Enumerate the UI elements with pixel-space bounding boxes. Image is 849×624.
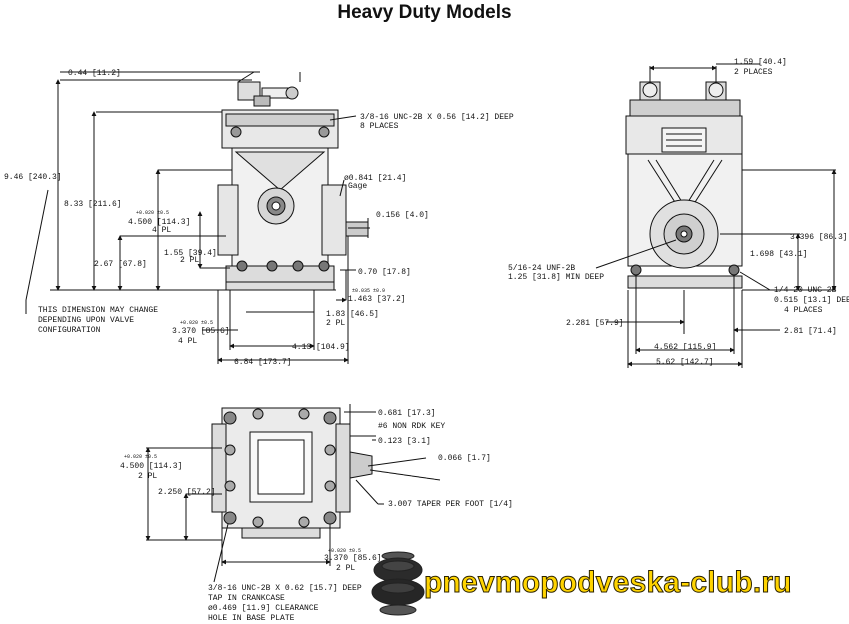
key-callout: #6 NON RDK KEY — [378, 422, 445, 431]
side-view-labels: 1.59 [40.4] 2 PLACES 3.396 [86.3] 1.698 … — [508, 58, 849, 367]
dim-0-70: 0.70 [17.8] — [358, 268, 411, 277]
thread-callout-note: 8 PLACES — [360, 122, 399, 131]
dim-3-370-note: 4 PL — [178, 337, 197, 346]
gage-diameter: ø0.841 [21.4] — [344, 174, 406, 183]
front-valve-fitting — [237, 71, 299, 107]
dim-1-463-tolerance: ±0.035 ±0.9 — [352, 288, 385, 294]
dim-4-562: 4.562 [115.9] — [654, 343, 716, 352]
dim-2-67: 2.67 [67.8] — [94, 260, 147, 269]
front-view-labels: 0.44 [11.2] 9.46 [240.3] 8.33 [211.6] 2.… — [4, 69, 514, 367]
dim-1-698: 1.698 [43.1] — [750, 250, 808, 259]
dim-4-500-tolerance: +0.020 ±0.5 — [136, 210, 169, 216]
thread-1-4-depth: 0.515 [13.1] DEEP — [774, 296, 849, 305]
front-view — [25, 71, 370, 364]
crankcase-note-line-4: HOLE IN BASE PLATE — [208, 614, 295, 623]
dim-5-62: 5.62 [142.7] — [656, 358, 714, 367]
dim-1-55: 1.55 [39.4] — [164, 249, 217, 258]
dim-1-55-note: 2 PL — [180, 256, 199, 265]
dim-0-123: 0.123 [3.1] — [378, 437, 431, 446]
dim-4-500-top-note: 2 PL — [138, 472, 157, 481]
dim-6-84: 6.84 [173.7] — [234, 358, 292, 367]
dimension-note-line-3: CONFIGURATION — [38, 326, 101, 335]
dim-1-463: 1.463 [37.2] — [348, 295, 406, 304]
dim-9-46: 9.46 [240.3] — [4, 173, 62, 182]
dim-3-370-top: 3.370 [85.6] — [324, 554, 382, 563]
dim-0-44: 0.44 [11.2] — [68, 69, 121, 78]
dim-3-370: 3.370 [85.6] — [172, 327, 230, 336]
dimension-note-line-1: THIS DIMENSION MAY CHANGE — [38, 306, 158, 315]
taper-callout: 3.007 TAPER PER FOOT [1/4] — [388, 500, 513, 509]
dim-3-370-tolerance-top: +0.020 ±0.5 — [328, 548, 361, 554]
thread-5-16-depth: 1.25 [31.8] MIN DEEP — [508, 273, 604, 282]
dim-4-500-note: 4 PL — [152, 226, 171, 235]
dim-0-156: 0.156 [4.0] — [376, 211, 429, 220]
dim-3-370-tolerance: +0.020 ±0.5 — [180, 320, 213, 326]
gage-note: Gage — [348, 182, 367, 191]
dim-1-59: 1.59 [40.4] — [734, 58, 787, 67]
thread-callout: 3/8-16 UNC-2B X 0.56 [14.2] DEEP — [360, 113, 514, 122]
dim-4-13: 4.13 [104.9] — [292, 343, 350, 352]
crankcase-note-line-2: TAP IN CRANKCASE — [208, 594, 285, 603]
top-view — [145, 404, 441, 583]
thread-1-4-callout: 1/4-20 UNC-2B — [774, 286, 837, 295]
dim-1-83: 1.83 [46.5] — [326, 310, 379, 319]
front-shaft — [345, 221, 369, 237]
crankcase-note-line-3: ø0.469 [11.9] CLEARANCE — [208, 604, 319, 613]
dim-8-33: 8.33 [211.6] — [64, 200, 122, 209]
air-spring-logo — [371, 551, 425, 616]
dim-1-83-note: 2 PL — [326, 319, 345, 328]
dim-0-681: 0.681 [17.3] — [378, 409, 436, 418]
dim-1-59-note: 2 PLACES — [734, 68, 773, 77]
dim-4-500-top: 4.500 [114.3] — [120, 462, 182, 471]
page-title: Heavy Duty Models — [337, 2, 512, 23]
dim-4-500: 4.500 [114.3] — [128, 218, 190, 227]
dim-2-81: 2.81 [71.4] — [784, 327, 837, 336]
dim-0-066: 0.066 [1.7] — [438, 454, 491, 463]
thread-1-4-note: 4 PLACES — [784, 306, 823, 315]
dim-2-281: 2.281 [57.9] — [566, 319, 624, 328]
dim-3-370-top-note: 2 PL — [336, 564, 355, 573]
thread-5-16-callout: 5/16-24 UNF-2B — [508, 264, 575, 273]
crankcase-note-line-1: 3/8-16 UNC-2B X 0.62 [15.7] DEEP — [208, 584, 362, 593]
dimension-note-line-2: DEPENDING UPON VALVE — [38, 316, 134, 325]
dim-4-500-tolerance-top: +0.020 ±0.5 — [124, 454, 157, 460]
side-view — [595, 63, 837, 368]
dim-3-396: 3.396 [86.3] — [790, 233, 848, 242]
top-view-labels: 0.681 [17.3] #6 NON RDK KEY 0.123 [3.1] … — [120, 409, 513, 623]
dim-2-250: 2.250 [57.2] — [158, 488, 216, 497]
watermark-text: pnevmopodveska-club.ru — [424, 566, 793, 600]
